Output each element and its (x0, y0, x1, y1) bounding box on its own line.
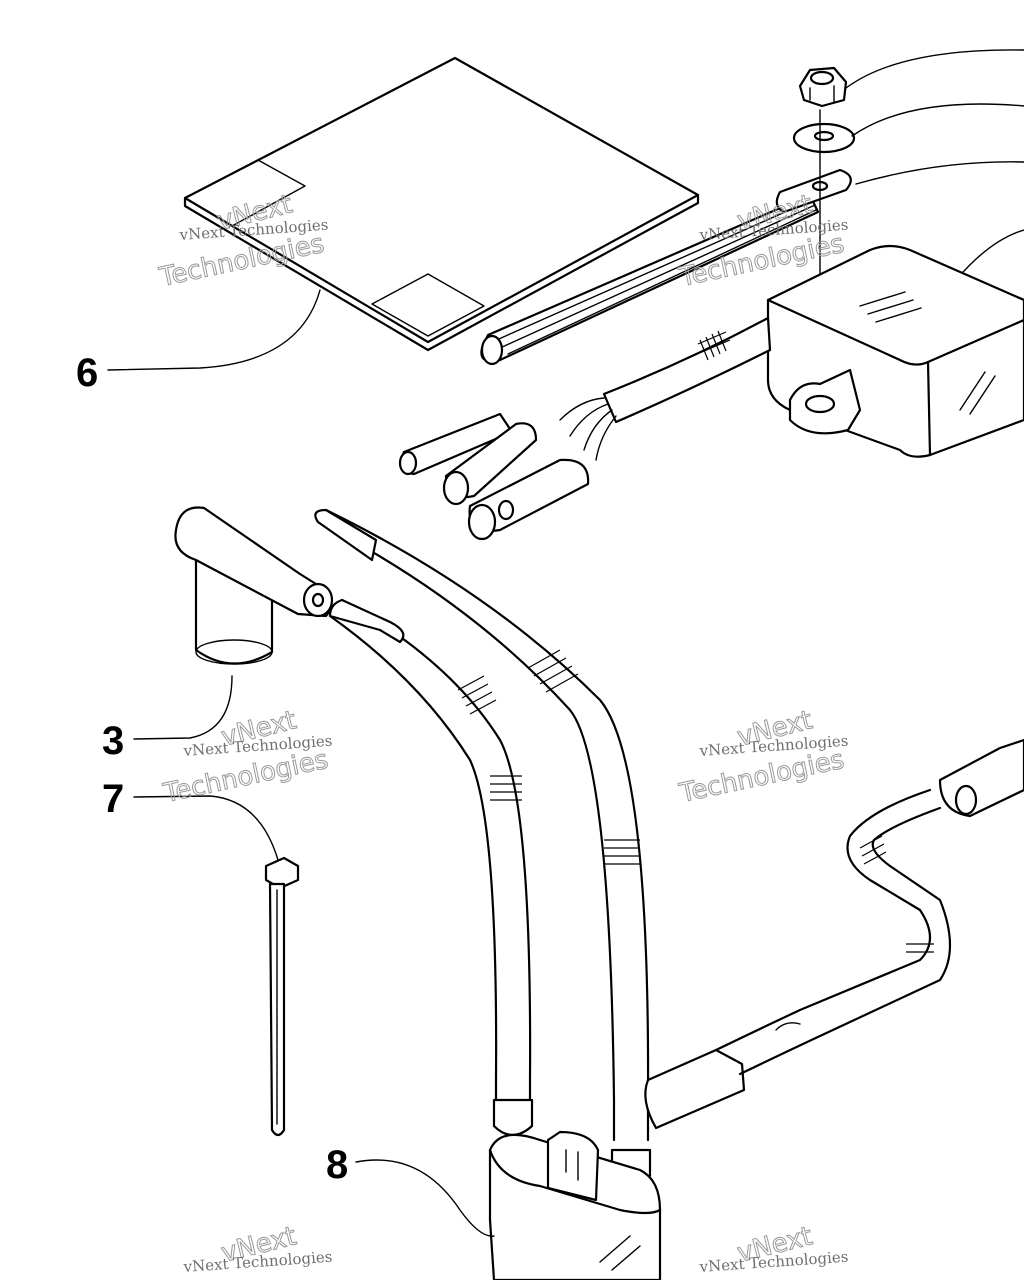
rubber-strip (480, 193, 820, 366)
watermark-4: vNext vNext Technologies Technologies (676, 705, 849, 810)
washer-icon (792, 122, 856, 154)
leader-bracket (855, 161, 1024, 185)
part-8-ignition-coil (488, 1130, 662, 1280)
watermark-line2: vNext Technologies (182, 1248, 333, 1276)
watermark-5: vNext vNext Technologies (182, 1221, 333, 1276)
callout-3-label: 3 (102, 719, 124, 763)
callout-8-label: 8 (326, 1143, 348, 1187)
part-3-spark-plug-cap (174, 506, 334, 665)
part-7-cable-tie (264, 856, 300, 1137)
part-6-sheet (183, 56, 700, 352)
nut-icon (798, 66, 848, 108)
leader-7 (133, 795, 279, 861)
cdi-unit (766, 244, 1024, 458)
leader-cdi (955, 229, 1024, 281)
watermark-1: vNext vNext Technologies Technologies (156, 189, 329, 294)
watermark-line2: vNext Technologies (698, 1248, 849, 1276)
watermark-3: vNext vNext Technologies Technologies (160, 705, 333, 810)
leader-3 (133, 675, 233, 740)
leader-washer (851, 103, 1024, 137)
leader-6 (107, 289, 321, 371)
callout-7-label: 7 (102, 777, 124, 821)
leader-nut (845, 49, 1024, 89)
watermark-6: vNext vNext Technologies (698, 1221, 849, 1276)
callout-6-label: 6 (76, 351, 98, 395)
cdi-harness (398, 316, 772, 541)
ht-lead-left (328, 598, 534, 1137)
leader-8 (355, 1159, 495, 1237)
primary-lead (644, 738, 1024, 1130)
